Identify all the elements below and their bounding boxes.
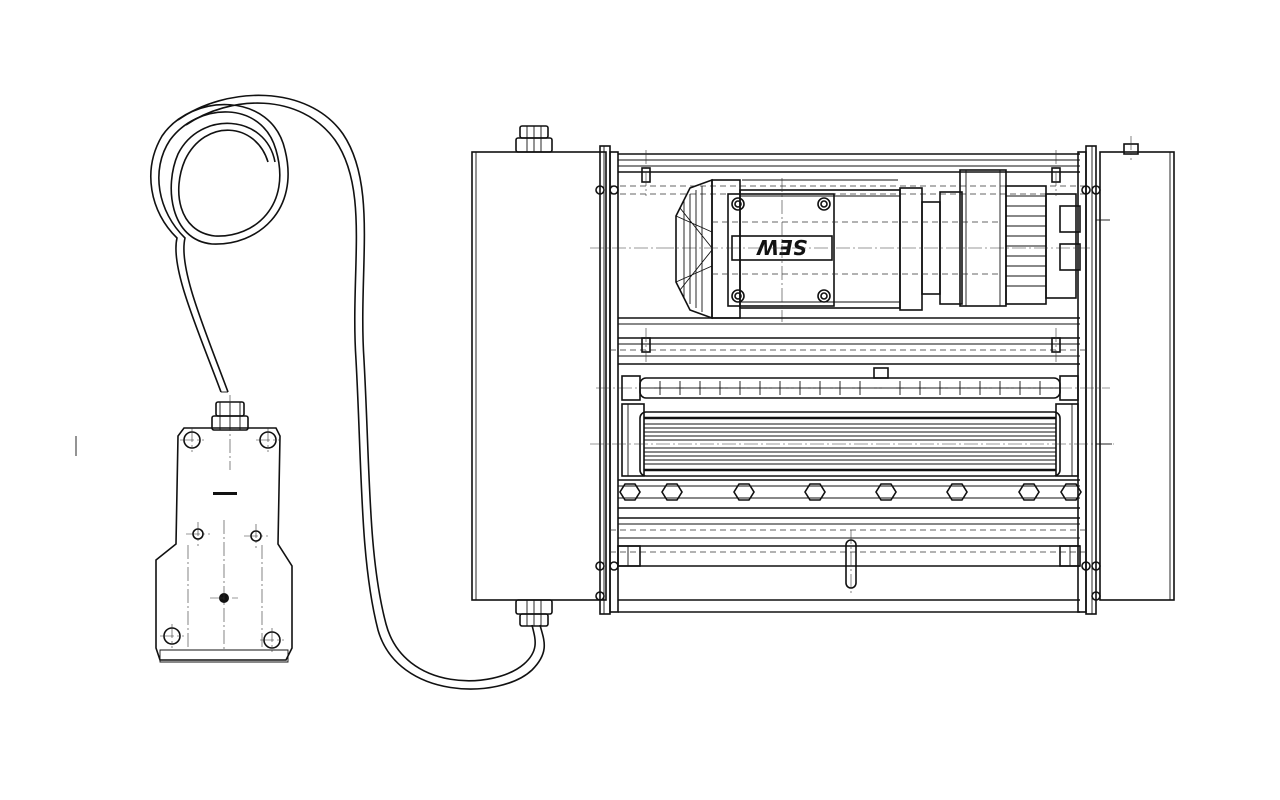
motor-brand-label: SEW [756,235,807,259]
lower-frame [610,517,1090,596]
magnetic-drum [590,403,1114,477]
frame-fixings [595,150,1112,601]
roller-ticks [659,381,1041,395]
housing-gland-bottom-icon [515,599,553,627]
cable [150,94,546,690]
housing-gland-top-icon [515,125,553,153]
limit-switch-unit [155,395,293,663]
scraper-bar [618,479,1082,509]
gear-motor: SEW [660,169,1090,322]
main-housing [471,136,1175,615]
cable-gland-icon [211,395,249,470]
upper-roller-assembly [596,337,1110,401]
